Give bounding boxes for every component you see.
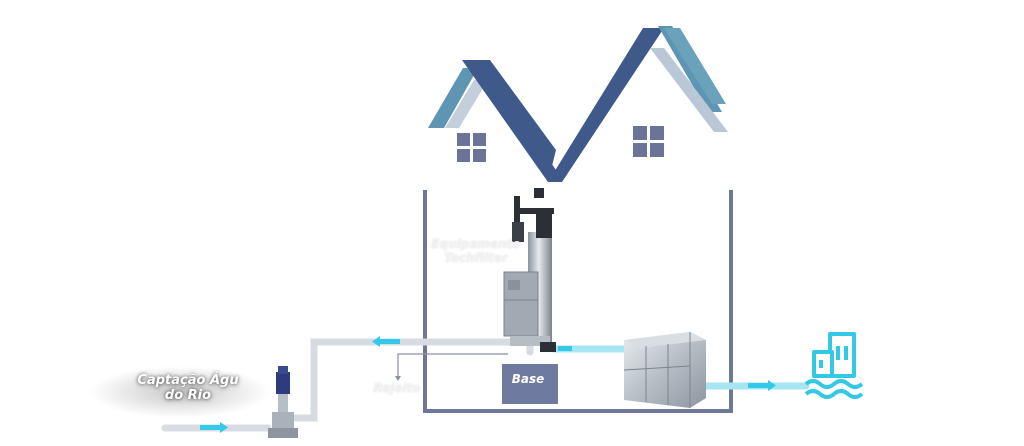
- house-wall: [423, 190, 733, 413]
- reject-label: Rejeito: [373, 381, 421, 395]
- equipment-label: Equipamento Techfilter: [416, 237, 536, 266]
- house-roof-icon: [428, 26, 728, 182]
- reject-line: [395, 353, 508, 381]
- window-icon: [457, 133, 486, 162]
- river-intake-label-line2: do Rio: [164, 387, 212, 403]
- water-tank-icon: [623, 332, 706, 408]
- river-intake-label: Captação Águ do Rio: [108, 373, 268, 404]
- equipment-label-line2: Techfilter: [444, 250, 508, 265]
- base-block: [502, 364, 558, 404]
- base-label: Base: [511, 372, 545, 386]
- flow-arrow: [558, 346, 572, 351]
- river-intake-label-line1: Captação Águ: [137, 373, 239, 388]
- intake-shadow: [90, 366, 270, 418]
- flow-arrow: [748, 380, 776, 391]
- vertical-pump-icon: [268, 366, 298, 438]
- equipment-label-line1: Equipamento: [431, 237, 521, 251]
- flow-arrow: [372, 336, 400, 347]
- window-icon: [633, 126, 664, 157]
- filter-equipment-icon: [503, 188, 556, 352]
- city-water-icon: [804, 332, 864, 399]
- flow-arrow: [200, 422, 228, 433]
